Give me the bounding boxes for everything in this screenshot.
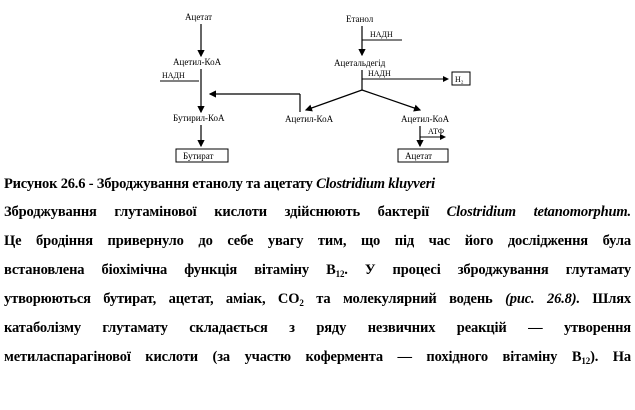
line2-text: Це бродіння привернуло до себе увагу тим… xyxy=(4,233,631,249)
label-atp: АТФ xyxy=(428,127,444,136)
caption-organism: Clostridium kluyveri xyxy=(316,176,435,192)
line6-subscript: 12 xyxy=(581,356,591,366)
line6-text-b: ). На xyxy=(590,349,631,365)
paragraph-line-4: утворюються бутират, ацетат, аміак, СО2 … xyxy=(4,291,631,308)
label-nadh-3: НАДН xyxy=(368,69,391,78)
label-acetate-bottom: Ацетат xyxy=(405,151,432,161)
label-nadh-1: НАДН xyxy=(370,30,393,39)
line1-organism: Clostridium tetanomorphum. xyxy=(446,204,631,220)
label-h2: H₂ xyxy=(455,75,464,84)
line4-text-b: та молекулярний водень xyxy=(303,291,506,307)
figure-caption: Рисунок 26.6 - Зброджування етанолу та а… xyxy=(4,176,435,193)
fermentation-diagram: Ацетат Ацетил-КоА НАДН Бутирил-КоА Бутир… xyxy=(0,0,635,172)
line3-subscript: 12 xyxy=(335,269,345,279)
arrow-split-right xyxy=(361,89,422,112)
paragraph-line-5: катаболізму глутамату складається з ряду… xyxy=(4,320,631,337)
caption-prefix: Рисунок 26.6 - Зброджування етанолу та а… xyxy=(4,176,317,192)
label-acetaldehyde: Ацетальдегід xyxy=(334,58,386,68)
label-acetyl-coa-left: Ацетил-КоА xyxy=(173,57,222,67)
box-butyrate xyxy=(175,148,229,163)
label-acetyl-coa-right: Ацетил-КоА xyxy=(401,114,450,124)
line5-text: катаболізму глутамату складається з ряду… xyxy=(4,320,631,336)
box-acetate-bottom xyxy=(397,148,449,163)
line3-text-a: встановлена біохімічна функція вітаміну … xyxy=(4,262,336,278)
label-acetyl-coa-mid: Ацетил-КоА xyxy=(285,114,334,124)
label-butyryl-coa: Бутирил-КоА xyxy=(173,113,225,123)
paragraph-line-3: встановлена біохімічна функція вітаміну … xyxy=(4,262,631,279)
line3-text-b: . У процесі зброджування глутамату xyxy=(344,262,631,278)
paragraph-line-2: Це бродіння привернуло до себе увагу тим… xyxy=(4,233,631,250)
line4-text-c: Шлях xyxy=(579,291,631,307)
paragraph-line-1: Зброджування глутамінової кислоти здійсн… xyxy=(4,204,631,221)
paragraph-line-6: метиласпарагінової кислоти (за участю ко… xyxy=(4,349,631,366)
arrow-split-left xyxy=(304,89,363,112)
line6-text-a: метиласпарагінової кислоти (за участю ко… xyxy=(4,349,582,365)
label-acetate-top: Ацетат xyxy=(185,12,212,22)
label-butyrate: Бутират xyxy=(183,151,213,161)
box-h2 xyxy=(451,71,471,86)
line1-text: Зброджування глутамінової кислоти здійсн… xyxy=(4,204,447,220)
label-ethanol: Етанол xyxy=(346,14,374,24)
line4-subscript: 2 xyxy=(299,298,304,308)
line4-text-a: утворюються бутират, ацетат, аміак, СО xyxy=(4,291,300,307)
line4-figure-ref: (рис. 26.8). xyxy=(505,291,580,307)
label-nadh-2: НАДН xyxy=(162,71,185,80)
